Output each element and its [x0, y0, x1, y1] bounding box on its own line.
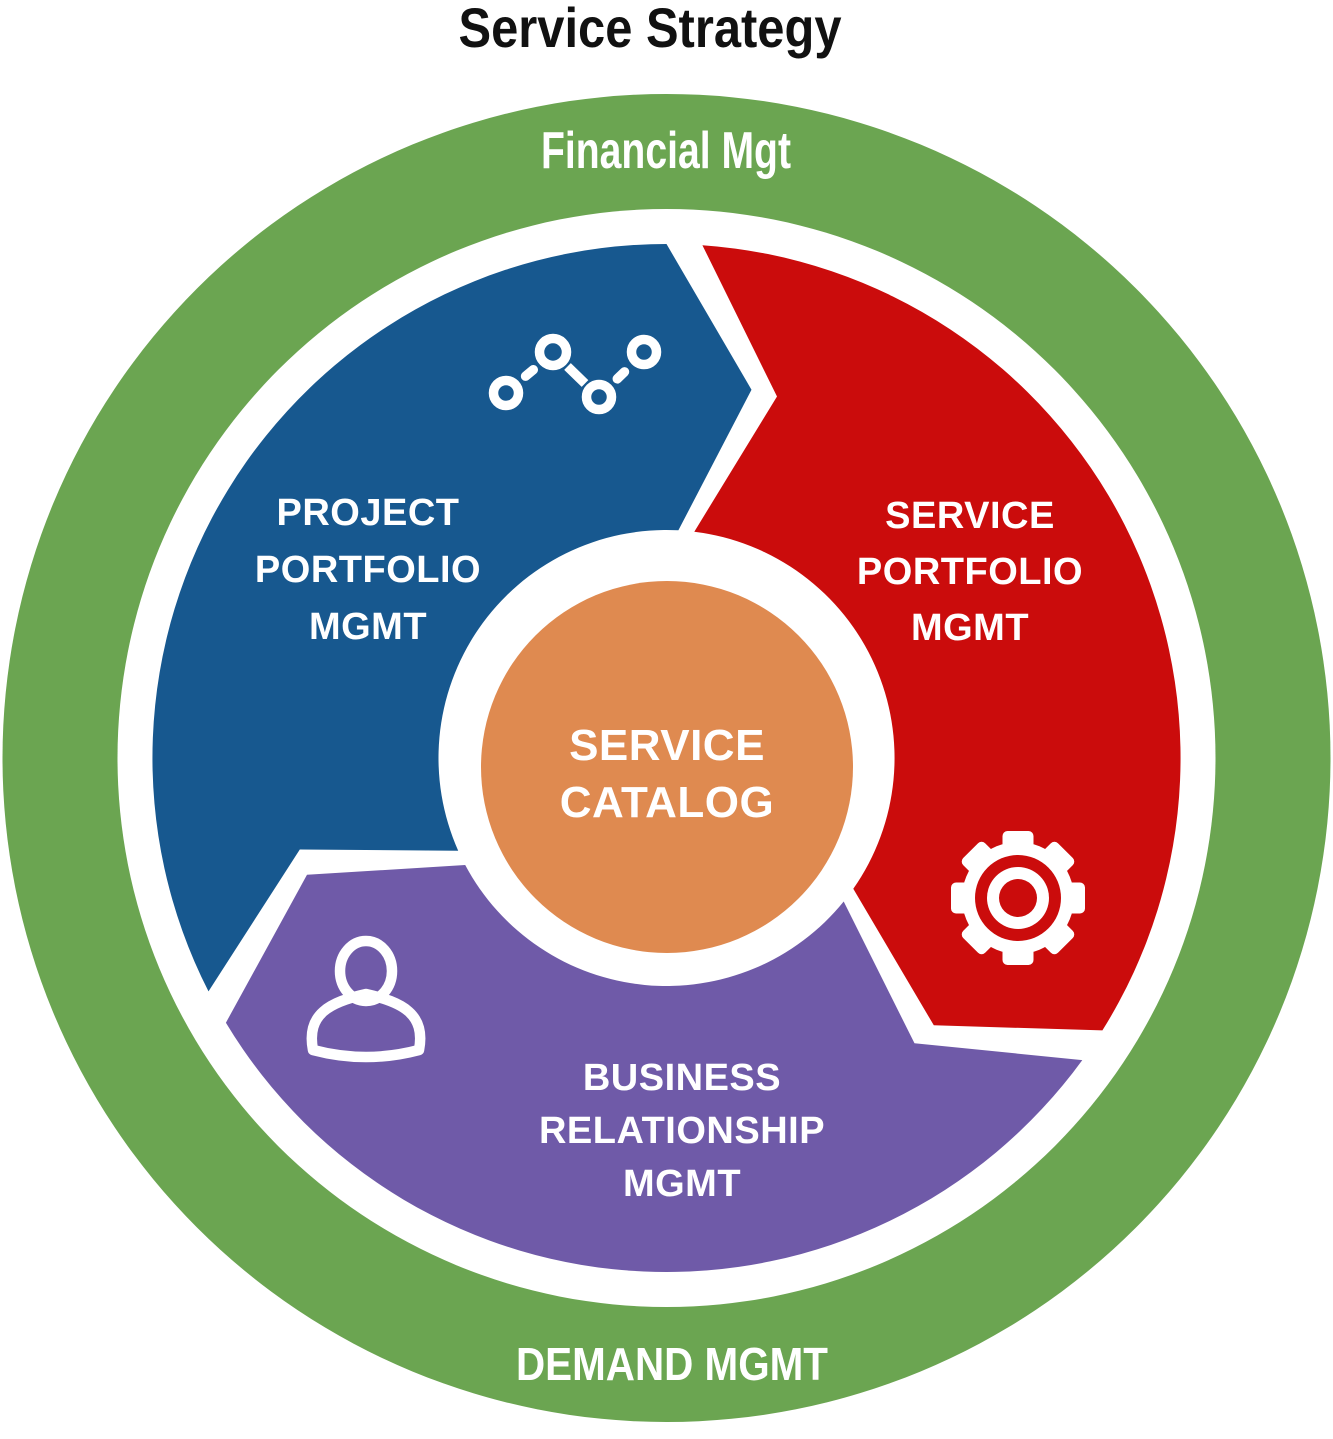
service-portfolio-label-line-1: SERVICE — [885, 495, 1055, 537]
business-relationship-label-line-1: BUSINESS — [583, 1057, 781, 1099]
person-icon — [306, 935, 426, 1063]
center-service-catalog: SERVICE CATALOG — [481, 581, 853, 953]
project-portfolio-wedge — [152, 244, 752, 992]
project-portfolio-label-line-3: MGMT — [309, 606, 427, 648]
trend-nodes-icon — [488, 333, 662, 415]
financial-mgt-label: Financial Mgt — [541, 122, 791, 180]
project-portfolio-label-line-1: PROJECT — [277, 492, 460, 534]
service-portfolio-label-line-3: MGMT — [911, 607, 1029, 649]
segment-business-relationship: BUSINESS RELATIONSHIP MGMT — [225, 865, 1083, 1272]
service-portfolio-wedge — [694, 245, 1181, 1031]
business-relationship-label-line-2: RELATIONSHIP — [539, 1110, 825, 1152]
service-portfolio-label-line-2: PORTFOLIO — [857, 551, 1083, 593]
segment-project-portfolio: PROJECT PORTFOLIO MGMT — [152, 244, 752, 992]
demand-mgmt-label: DEMAND MGMT — [516, 1338, 828, 1390]
service-catalog-circle — [481, 581, 853, 953]
page-title: Service Strategy — [459, 0, 842, 59]
service-catalog-label-line-2: CATALOG — [560, 778, 775, 827]
project-portfolio-label-line-2: PORTFOLIO — [255, 549, 481, 591]
segment-service-portfolio: SERVICE PORTFOLIO MGMT — [694, 245, 1181, 1031]
service-catalog-label-line-1: SERVICE — [569, 721, 765, 770]
gear-icon — [951, 831, 1085, 965]
business-relationship-label-line-3: MGMT — [623, 1163, 741, 1205]
business-relationship-wedge — [225, 865, 1083, 1272]
